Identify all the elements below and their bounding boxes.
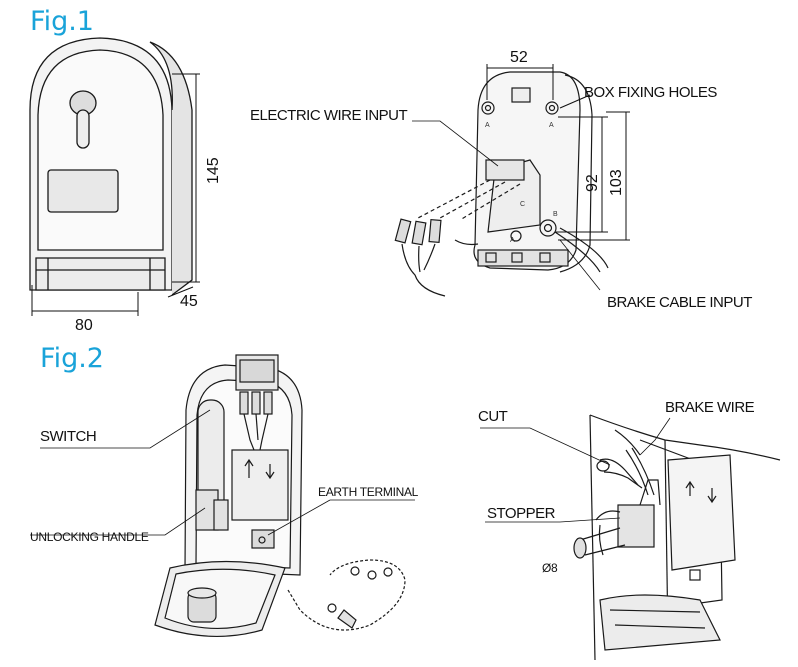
label-earth-terminal: EARTH TERMINAL: [318, 485, 419, 499]
label-unlocking-handle: UNLOCKING HANDLE: [30, 530, 149, 544]
mark-c: C: [520, 201, 525, 208]
label-brake-cable-input: BRAKE CABLE INPUT: [607, 294, 752, 311]
width-dimension: 80: [75, 317, 93, 334]
dimension-lines-back: [486, 64, 630, 241]
mark-a1: A: [485, 122, 490, 129]
mark-b: B: [553, 211, 558, 218]
label-cut: CUT: [478, 408, 508, 425]
label-diameter: Ø8: [542, 561, 558, 575]
fig1-title: Fig.1: [30, 6, 94, 37]
depth-dimension: 45: [180, 293, 198, 310]
label-electric-wire-input: ELECTRIC WIRE INPUT: [250, 107, 408, 124]
label-switch: SWITCH: [40, 428, 96, 445]
leader-lines-fig2: [30, 409, 415, 536]
leader-lines-fig1: [412, 120, 601, 291]
open-box-view: [154, 354, 406, 638]
height-dimension: 145: [205, 157, 222, 184]
hole-spacing-dimension: 52: [510, 49, 528, 66]
mark-a2: A: [549, 122, 554, 129]
box-back-view: [394, 71, 609, 297]
dimension-lines-front: [31, 73, 200, 316]
hole-vertical-92: 92: [584, 174, 601, 192]
hole-vertical-103: 103: [608, 169, 625, 196]
label-brake-wire: BRAKE WIRE: [665, 399, 755, 416]
mark-a3: A: [510, 237, 515, 244]
brake-wire-detail: [573, 414, 781, 661]
fig2-title: Fig.2: [40, 343, 104, 374]
label-box-fixing-holes: BOX FIXING HOLES: [584, 84, 717, 101]
box-front-view: [29, 37, 193, 296]
label-stopper: STOPPER: [487, 505, 556, 522]
leader-lines-fig2-detail: [480, 417, 671, 523]
